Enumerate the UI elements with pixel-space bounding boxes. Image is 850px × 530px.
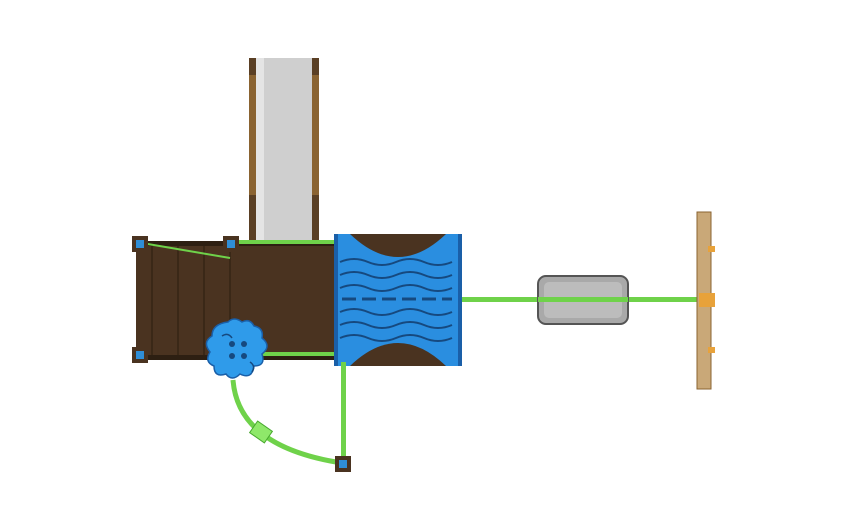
tunnel-opening-top bbox=[350, 234, 446, 257]
panel-dot bbox=[229, 353, 235, 359]
tunnel-wave bbox=[339, 284, 453, 292]
tunnel-edge-left bbox=[334, 234, 338, 366]
rail-bottom bbox=[233, 352, 338, 356]
vertical-pole bbox=[341, 362, 346, 462]
tunnel-edge-right bbox=[458, 234, 462, 366]
swing-seat-bar bbox=[538, 297, 628, 302]
play-panel bbox=[205, 318, 268, 379]
post-cap bbox=[136, 351, 144, 359]
tunnel-wave bbox=[339, 271, 453, 279]
post-cap bbox=[339, 460, 347, 468]
beam-bracket bbox=[708, 347, 715, 353]
panel-shape bbox=[205, 318, 268, 379]
slide bbox=[249, 58, 319, 242]
tunnel-wave bbox=[339, 334, 453, 342]
panel-swirl bbox=[249, 361, 255, 373]
tunnel-wave bbox=[339, 321, 453, 329]
tunnel-wave bbox=[339, 308, 453, 316]
post-cap bbox=[136, 240, 144, 248]
tunnel-opening-bottom bbox=[350, 343, 446, 366]
panel-dot bbox=[241, 353, 247, 359]
swing-beam bbox=[696, 211, 715, 390]
curved-rail bbox=[230, 379, 337, 465]
slide-chute bbox=[256, 58, 312, 242]
panel-dot bbox=[229, 341, 235, 347]
blue-tunnel bbox=[334, 234, 462, 366]
beam-bracket bbox=[708, 246, 715, 252]
post-cap bbox=[227, 240, 235, 248]
rail-top bbox=[230, 240, 338, 244]
tunnel-body bbox=[334, 234, 462, 366]
rail-stair-left bbox=[141, 242, 231, 259]
slide-rail-left bbox=[249, 75, 256, 195]
posts bbox=[132, 236, 351, 472]
beam-clamp bbox=[699, 293, 715, 307]
panel-dot bbox=[241, 341, 247, 347]
slide-highlight bbox=[256, 58, 264, 242]
slide-rail-right bbox=[312, 75, 319, 195]
swing-seat bbox=[537, 275, 629, 325]
tunnel-wave bbox=[339, 258, 453, 266]
deck-rails bbox=[141, 240, 338, 356]
curved-rail-clamp bbox=[248, 420, 274, 444]
panel-swirl bbox=[221, 333, 233, 339]
